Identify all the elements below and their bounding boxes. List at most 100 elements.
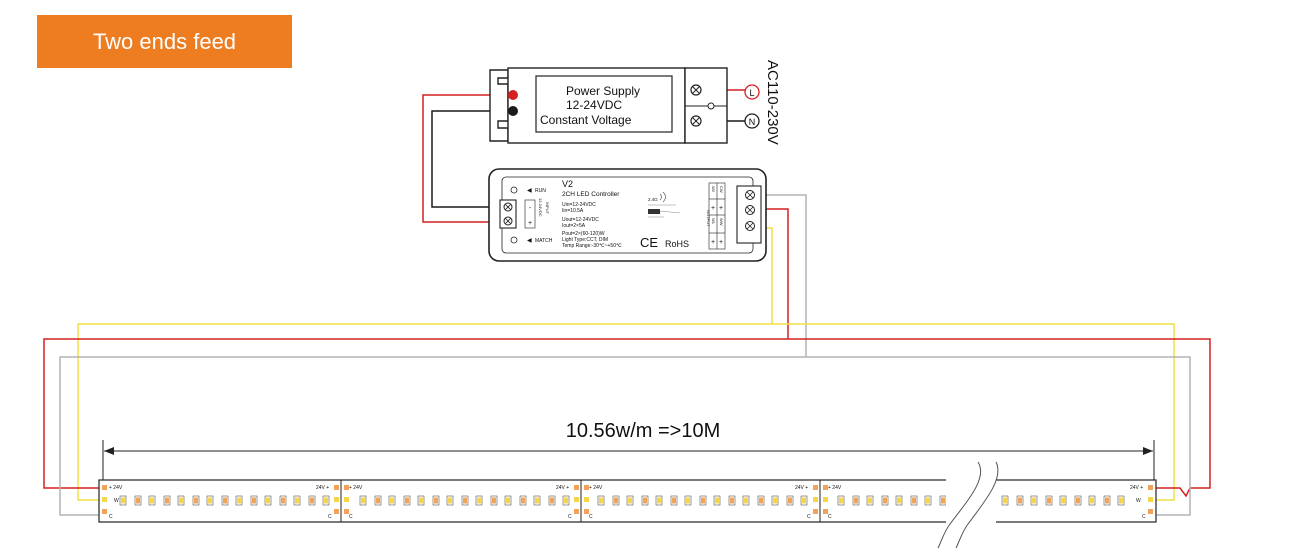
led-chip-emitter bbox=[839, 497, 843, 504]
led-chip-emitter bbox=[744, 497, 748, 504]
black-dc-terminal bbox=[508, 106, 518, 116]
led-chip-emitter bbox=[564, 497, 568, 504]
led-chip-emitter bbox=[223, 497, 227, 504]
screw-icon bbox=[503, 202, 513, 212]
wireless-icon bbox=[659, 191, 666, 203]
led-chip-emitter bbox=[506, 497, 510, 504]
solder-pad bbox=[584, 497, 589, 502]
led-chip-emitter bbox=[926, 497, 930, 504]
led-chip-emitter bbox=[759, 497, 763, 504]
red-dc-terminal bbox=[508, 90, 518, 100]
screw-icon bbox=[690, 115, 702, 127]
led-controller: - + 12-24VDC INPUT ◀ RUN ◀ MATCH V2 2CH … bbox=[488, 168, 767, 262]
power-supply: Power Supply 12-24VDC Constant Voltage bbox=[489, 67, 728, 144]
screw-icon bbox=[690, 84, 702, 96]
controller-spec: Iin=10.5A bbox=[562, 208, 584, 214]
led-chip-emitter bbox=[252, 497, 256, 504]
power-supply-title: Power Supply bbox=[566, 84, 640, 98]
led-chip-emitter bbox=[492, 497, 496, 504]
led-chip-emitter bbox=[657, 497, 661, 504]
led-chip-emitter bbox=[1018, 497, 1022, 504]
solder-pad bbox=[344, 509, 349, 514]
led-chip-emitter bbox=[165, 497, 169, 504]
output-plus-sign: + bbox=[719, 239, 723, 246]
solder-pad bbox=[574, 509, 579, 514]
gray-bus-right bbox=[806, 356, 1191, 516]
match-arrow-icon: ◀ bbox=[527, 238, 532, 244]
pad-plus-label: + 24V bbox=[589, 485, 603, 491]
led-chip-emitter bbox=[672, 497, 676, 504]
solder-pad bbox=[823, 497, 828, 502]
gray-output-wire bbox=[760, 194, 807, 357]
red-bus-loop bbox=[43, 338, 788, 489]
pad-plus-label: + 24V bbox=[349, 485, 363, 491]
pad-c-label: C bbox=[589, 514, 593, 520]
ac-voltage-label: AC110-230V bbox=[764, 60, 781, 145]
controller-spec: Light Type:CCT, DIM bbox=[562, 237, 608, 243]
red-bus-right bbox=[788, 338, 1211, 498]
pad-c-label: C bbox=[349, 514, 353, 520]
led-chip-emitter bbox=[121, 497, 125, 504]
wiring bbox=[43, 89, 1211, 516]
led-chip-emitter bbox=[1032, 497, 1036, 504]
solder-pad bbox=[813, 497, 818, 502]
output-plus-sign: + bbox=[719, 205, 723, 212]
led-chip-emitter bbox=[521, 497, 525, 504]
solder-pad bbox=[1148, 509, 1153, 514]
pad-c-label: C bbox=[807, 514, 811, 520]
red-output-wire bbox=[760, 208, 789, 339]
led-chip-emitter bbox=[599, 497, 603, 504]
solder-pad bbox=[1148, 485, 1153, 490]
input-minus-sign: - bbox=[529, 205, 532, 212]
led-chip-emitter bbox=[208, 497, 212, 504]
led-chip-emitter bbox=[941, 497, 945, 504]
controller-name: 2CH LED Controller bbox=[562, 191, 620, 198]
led-chip-emitter bbox=[1119, 497, 1123, 504]
led-chip-emitter bbox=[237, 497, 241, 504]
led-chip-emitter bbox=[802, 497, 806, 504]
led-chip-emitter bbox=[643, 497, 647, 504]
strip-break-gap bbox=[946, 478, 996, 524]
ac-input: L N AC110-230V bbox=[744, 60, 781, 145]
led-chip-emitter bbox=[295, 497, 299, 504]
led-chip-emitter bbox=[324, 497, 328, 504]
controller-spec: Pout=2×(60-120)W bbox=[562, 231, 605, 237]
led-strip: + 24V W C 24V + C + 24V C 24V + C + 24V … bbox=[98, 461, 1157, 549]
strip-power-label: 10.56w/m =>10M bbox=[566, 420, 721, 442]
output-w1-label: W2 bbox=[711, 186, 716, 193]
led-chip-emitter bbox=[448, 497, 452, 504]
solder-pad bbox=[102, 509, 107, 514]
strip-break-mark bbox=[937, 461, 982, 549]
led-chip-emitter bbox=[1047, 497, 1051, 504]
solder-pad bbox=[823, 485, 828, 490]
line-terminal bbox=[744, 84, 760, 100]
led-chip-emitter bbox=[390, 497, 394, 504]
pad-c-label: C bbox=[109, 514, 113, 520]
power-supply-voltage: 12-24VDC bbox=[566, 98, 622, 112]
ce-mark: CE bbox=[640, 235, 658, 250]
pad-plus-label: + 24V bbox=[828, 485, 842, 491]
neutral-terminal-label: N bbox=[749, 117, 756, 127]
solder-pad bbox=[344, 485, 349, 490]
led-chip-emitter bbox=[883, 497, 887, 504]
solder-pad bbox=[334, 509, 339, 514]
pad-plus-label: + 24V bbox=[109, 485, 123, 491]
solder-pad bbox=[823, 509, 828, 514]
solder-pad bbox=[574, 485, 579, 490]
yellow-bus-loop bbox=[77, 323, 772, 501]
pad-c-label: C bbox=[328, 514, 332, 520]
black-dc-wire bbox=[431, 110, 513, 208]
rf-module-icon bbox=[648, 209, 660, 214]
led-chip-emitter bbox=[628, 497, 632, 504]
input-dc-label: 12-24VDC bbox=[538, 198, 543, 217]
led-chip-emitter bbox=[1105, 497, 1109, 504]
solder-pad bbox=[102, 497, 107, 502]
screw-icon bbox=[745, 205, 755, 215]
power-supply-label-panel bbox=[535, 75, 673, 133]
led-chip-emitter bbox=[179, 497, 183, 504]
solder-pad bbox=[813, 509, 818, 514]
led-chip-emitter bbox=[405, 497, 409, 504]
solder-pad bbox=[334, 485, 339, 490]
pad-plus-label: 24V + bbox=[795, 485, 808, 491]
led-chip-emitter bbox=[701, 497, 705, 504]
